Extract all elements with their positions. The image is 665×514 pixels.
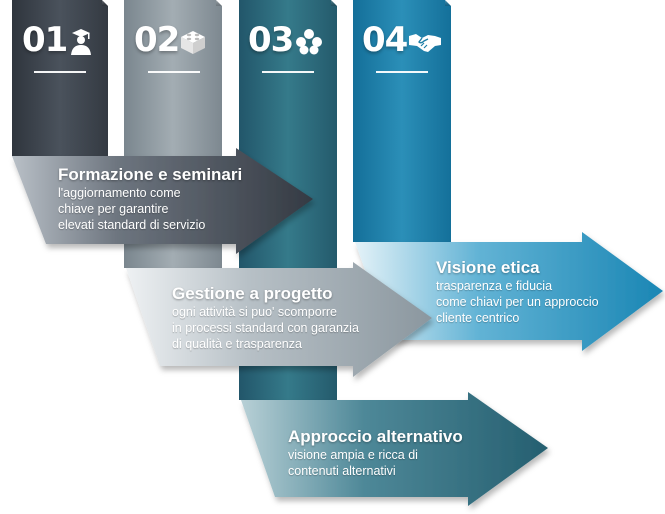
step-number-02: 02 [134, 20, 180, 60]
step-04-title: Visione etica [436, 258, 540, 277]
step-03-line: contenuti alternativi [288, 464, 396, 478]
graduate-icon [71, 29, 91, 55]
step-04-line: cliente centrico [436, 311, 520, 325]
step-03-line: visione ampia e ricca di [288, 448, 418, 462]
step-number-03: 03 [248, 20, 294, 60]
step-02-text: Gestione a progetto ogni attività si puo… [172, 284, 359, 352]
arrow-04 [355, 232, 663, 351]
arrow-02 [126, 262, 432, 377]
header-rule-03 [262, 71, 314, 73]
step-02-title: Gestione a progetto [172, 284, 333, 303]
step-01-line: elevati standard di servizio [58, 218, 206, 232]
step-04-line: come chiavi per un approccio [436, 295, 599, 309]
header-rule-02 [148, 71, 200, 73]
step-03-title: Approccio alternativo [288, 427, 463, 446]
header-rule-04 [376, 71, 428, 73]
step-04-text: Visione etica trasparenza e fiducia come… [436, 258, 599, 326]
step-02-description: ogni attività si puo' scomporre in proce… [172, 304, 359, 352]
band-04 [353, 0, 451, 242]
step-03-text: Approccio alternativo visione ampia e ri… [288, 427, 463, 479]
step-02-line: in processi standard con garanzia [172, 321, 359, 335]
step-04-description: trasparenza e fiducia come chiavi per un… [436, 278, 599, 326]
step-01-text: Formazione e seminari l'aggiornamento co… [58, 165, 242, 233]
step-02-line: ogni attività si puo' scomporre [172, 305, 337, 319]
step-number-01: 01 [22, 20, 68, 60]
handshake-icon [409, 34, 441, 52]
step-number-04: 04 [362, 20, 408, 60]
arrow-03 [241, 392, 548, 506]
step-01-line: chiave per garantire [58, 202, 169, 216]
step-01-line: l'aggiornamento come [58, 186, 181, 200]
arrow-01 [12, 148, 313, 254]
puzzle-block-icon [181, 31, 205, 54]
step-01-description: l'aggiornamento come chiave per garantir… [58, 185, 242, 233]
step-02-line: di qualità e trasparenza [172, 337, 302, 351]
flower-icon [296, 29, 322, 55]
step-03-description: visione ampia e ricca di contenuti alter… [288, 447, 463, 479]
header-rule-01 [34, 71, 86, 73]
step-04-line: trasparenza e fiducia [436, 279, 553, 293]
step-01-title: Formazione e seminari [58, 165, 243, 184]
